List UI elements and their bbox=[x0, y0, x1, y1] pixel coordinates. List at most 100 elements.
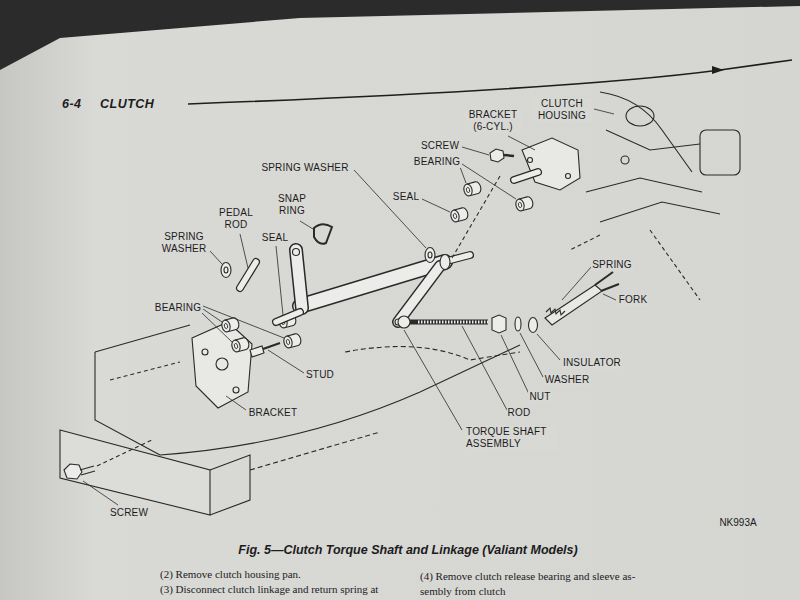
nut-symbol bbox=[492, 315, 506, 333]
body-text: (3) Disconnect clutch linkage and return… bbox=[160, 583, 378, 596]
shaft-pin bbox=[447, 255, 470, 261]
washer-symbol bbox=[515, 317, 521, 331]
body-text: (4) Remove clutch release bearing and sl… bbox=[420, 570, 635, 583]
part-label: SCREW bbox=[420, 140, 460, 152]
leader-line bbox=[203, 309, 222, 322]
leader-line bbox=[462, 164, 516, 199]
shaft-pin bbox=[276, 312, 300, 322]
part-label: SPRING WASHER bbox=[260, 162, 349, 174]
leader-line bbox=[203, 306, 284, 338]
hidden-line bbox=[452, 176, 500, 258]
body-text: (2) Remove clutch housing pan. bbox=[160, 568, 301, 581]
leader-line bbox=[83, 481, 118, 505]
snap-ring-symbol bbox=[314, 224, 332, 244]
housing-boss bbox=[626, 106, 654, 126]
bracket-pin bbox=[514, 172, 538, 180]
part-label: SEAL bbox=[261, 232, 289, 244]
seal-symbol bbox=[450, 207, 470, 223]
bracket-plate bbox=[192, 322, 252, 408]
hidden-line bbox=[97, 440, 152, 466]
housing-opening bbox=[700, 130, 740, 175]
part-label: NUT bbox=[528, 391, 551, 403]
part-label: PEDAL ROD bbox=[215, 207, 257, 231]
part-label: INSULATOR bbox=[562, 357, 622, 369]
leader-line bbox=[422, 199, 450, 212]
shaft-pin bbox=[447, 255, 470, 261]
shaft-arm bbox=[398, 266, 440, 322]
header-rule bbox=[188, 60, 792, 104]
part-label: SCREW bbox=[109, 507, 149, 519]
rod-eye bbox=[398, 316, 410, 328]
figure-caption: Fig. 5—Clutch Torque Shaft and Linkage (… bbox=[238, 543, 577, 557]
leader-line bbox=[210, 251, 222, 264]
bracket-boss bbox=[216, 358, 228, 370]
leader-line bbox=[562, 266, 592, 300]
hidden-line bbox=[250, 432, 380, 470]
frame-edge bbox=[95, 325, 190, 352]
shaft-lever bbox=[296, 250, 302, 308]
stud-symbol bbox=[250, 346, 264, 357]
bracket-hole bbox=[202, 349, 208, 355]
leader-line bbox=[240, 234, 248, 268]
pedal-rod bbox=[240, 262, 256, 288]
shaft-arm bbox=[398, 266, 440, 322]
shaft-lever bbox=[296, 250, 302, 308]
shaft-pin bbox=[276, 312, 300, 322]
spring-washer-symbol bbox=[224, 267, 228, 273]
leader-line bbox=[462, 326, 507, 410]
frame-channel bbox=[60, 430, 210, 515]
leader-line bbox=[460, 167, 466, 183]
housing-outline bbox=[600, 202, 720, 222]
screw-head bbox=[64, 464, 82, 479]
leader-line bbox=[354, 170, 426, 248]
rod-thread bbox=[418, 321, 488, 324]
leader-line bbox=[276, 246, 283, 315]
rod-symbol bbox=[410, 320, 488, 325]
fork-symbol bbox=[595, 272, 619, 291]
housing-outline bbox=[606, 130, 700, 150]
pedal-rod bbox=[240, 262, 256, 288]
spring-washer-symbol bbox=[428, 252, 432, 258]
housing-hole bbox=[621, 156, 629, 164]
part-label: ROD bbox=[507, 407, 532, 419]
spring-symbol bbox=[546, 308, 565, 315]
leader-line bbox=[537, 334, 560, 360]
frame-edge bbox=[95, 352, 160, 455]
page-number: 6-4 bbox=[62, 97, 82, 111]
leader-line bbox=[226, 396, 246, 410]
leader-line bbox=[520, 333, 543, 377]
bearing-symbol bbox=[515, 196, 535, 212]
part-label: BRACKET (6-CYL.) bbox=[464, 109, 522, 133]
frame-channel bbox=[210, 455, 250, 515]
housing-outline bbox=[600, 92, 692, 172]
part-label: SEAL bbox=[392, 191, 420, 203]
figure-code: NK993A bbox=[719, 517, 756, 528]
part-label: TORQUE SHAFT ASSEMBLY bbox=[465, 426, 557, 450]
leader-line bbox=[202, 313, 232, 342]
bearing-symbol bbox=[283, 333, 303, 349]
screw-shank bbox=[80, 466, 95, 475]
part-label: BEARING bbox=[154, 302, 202, 314]
body-text: sembly from clutch bbox=[420, 585, 506, 598]
fork-symbol bbox=[545, 285, 602, 325]
hidden-line bbox=[110, 362, 180, 380]
part-label: FORK bbox=[618, 294, 649, 306]
part-label: BRACKET bbox=[248, 407, 299, 419]
screw-head bbox=[490, 149, 504, 162]
insulator-symbol bbox=[529, 318, 538, 333]
bearing-symbol bbox=[231, 337, 251, 353]
part-label: SNAP RING bbox=[274, 193, 310, 217]
part-label: WASHER bbox=[544, 374, 591, 386]
part-label: SPRING bbox=[591, 259, 633, 271]
bracket-pin bbox=[514, 172, 538, 180]
spring-washer-symbol bbox=[221, 263, 231, 278]
leader-line bbox=[404, 330, 462, 430]
bracket-plate bbox=[522, 138, 580, 190]
bracket-hole bbox=[233, 387, 239, 393]
bearing-symbol bbox=[463, 181, 483, 197]
leader-line bbox=[268, 350, 304, 373]
shaft-end bbox=[440, 255, 450, 270]
leader-line bbox=[603, 294, 616, 300]
